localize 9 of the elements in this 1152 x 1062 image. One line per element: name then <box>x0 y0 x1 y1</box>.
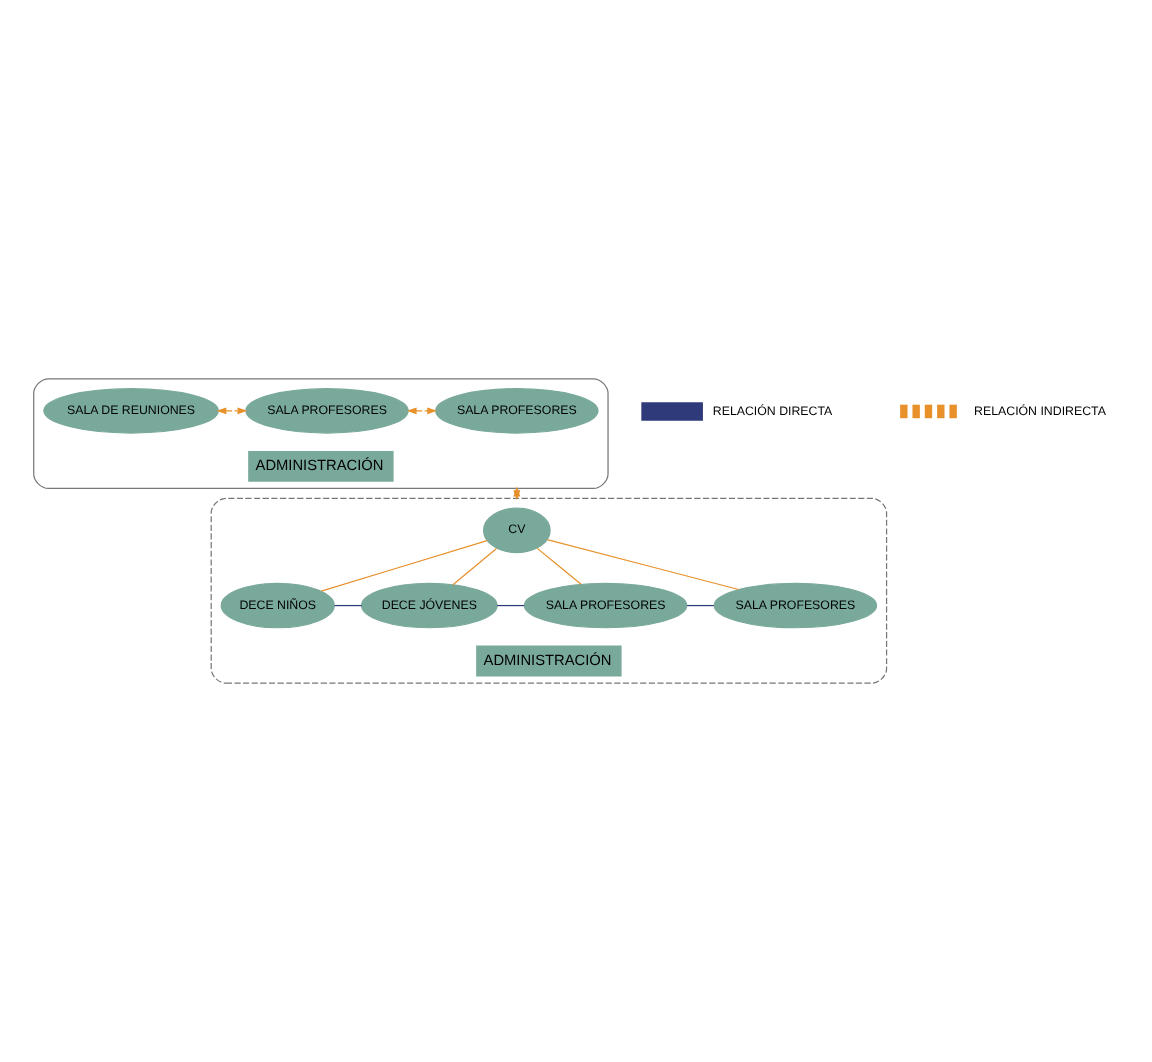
connector <box>686 604 715 607</box>
arrow <box>406 407 438 415</box>
arrow <box>216 407 248 415</box>
connector <box>452 547 498 586</box>
connector <box>333 604 363 607</box>
connector <box>546 538 740 591</box>
connector <box>496 604 525 607</box>
connector <box>320 540 488 592</box>
connector <box>536 547 582 585</box>
